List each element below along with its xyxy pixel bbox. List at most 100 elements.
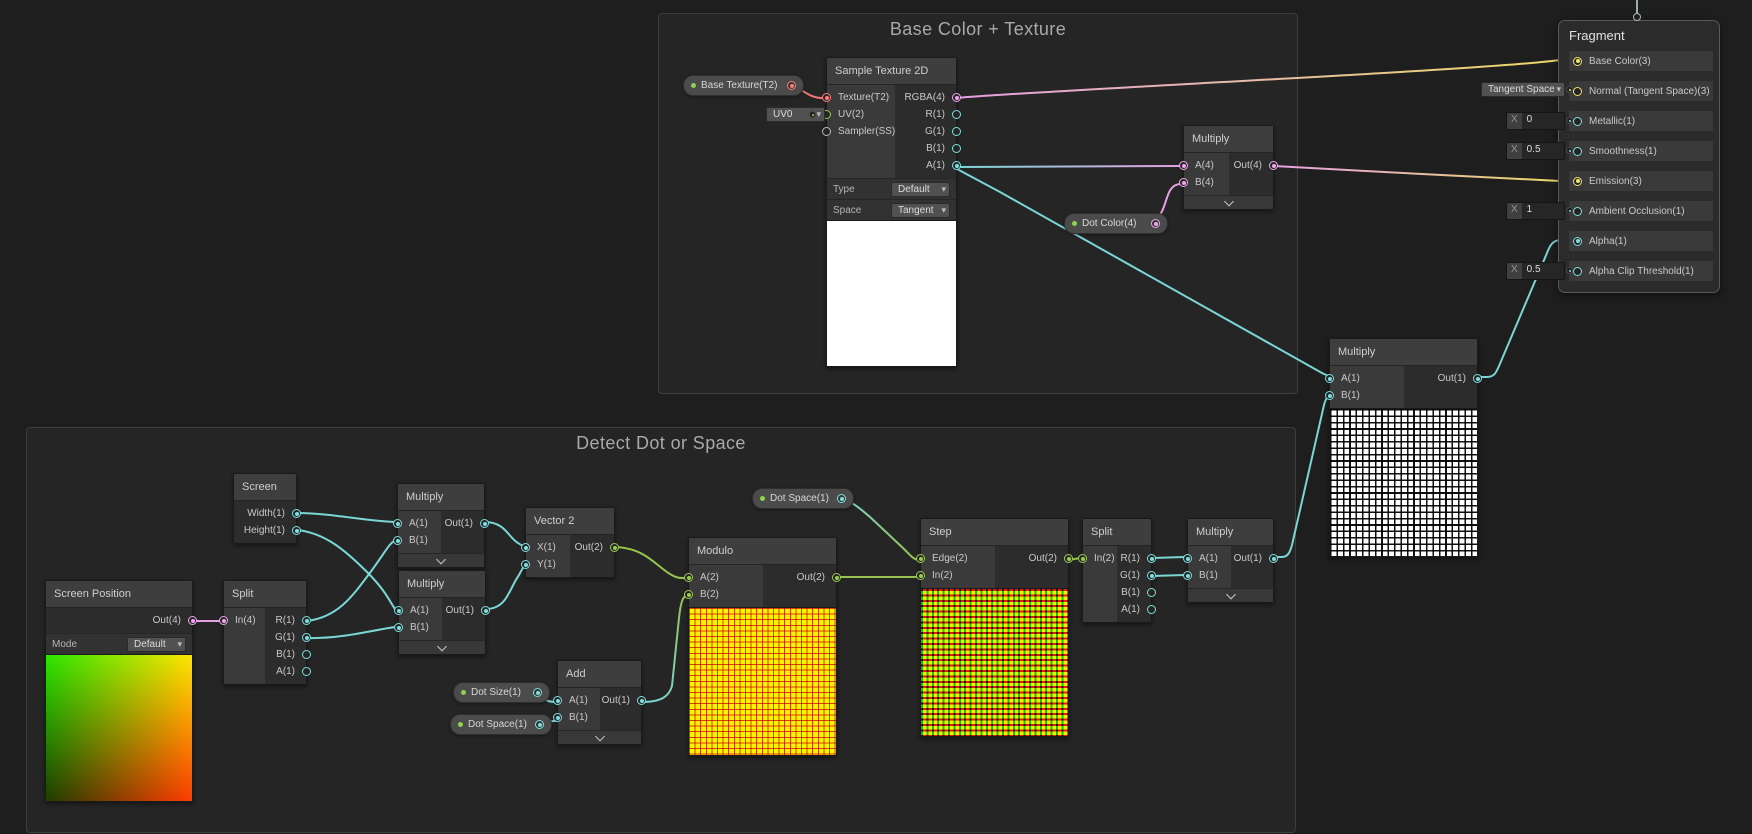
out-4-port[interactable] xyxy=(1269,161,1278,170)
ambient-occlusion-1-port[interactable] xyxy=(1573,206,1582,216)
property-dot-space-1[interactable]: Dot Space(1) xyxy=(450,714,552,735)
a-1-port[interactable] xyxy=(393,519,402,528)
b-1-port[interactable] xyxy=(1147,588,1156,597)
b-1-port[interactable] xyxy=(553,713,562,722)
out-1-port[interactable] xyxy=(481,606,490,615)
wire-11[interactable] xyxy=(306,540,396,622)
collapse-preview-button[interactable] xyxy=(398,553,484,567)
base-color-3-port[interactable] xyxy=(1573,56,1582,66)
in-4-port[interactable] xyxy=(219,616,228,625)
b-1-port[interactable] xyxy=(1325,391,1334,400)
edge-2-port[interactable] xyxy=(916,554,925,563)
wire-7[interactable] xyxy=(1477,239,1569,378)
collapse-preview-button[interactable] xyxy=(399,640,485,654)
wire-15[interactable] xyxy=(614,546,691,580)
normal-tangent-space-3-port[interactable] xyxy=(1573,86,1582,96)
field-value[interactable]: 0.5 xyxy=(1526,264,1541,275)
wire-14[interactable] xyxy=(485,563,528,610)
in-2-port[interactable] xyxy=(916,571,925,580)
a-1-port[interactable] xyxy=(1325,374,1334,383)
collapse-preview-button[interactable] xyxy=(558,730,641,744)
type-dropdown[interactable]: Default xyxy=(891,181,950,197)
a-1-port[interactable] xyxy=(1147,605,1156,614)
wire-4[interactable] xyxy=(956,168,1335,378)
field-value[interactable]: 0.5 xyxy=(1526,144,1541,155)
property-port[interactable] xyxy=(1151,219,1160,228)
b-1-port[interactable] xyxy=(393,536,402,545)
wire-23[interactable] xyxy=(1151,574,1186,577)
collapse-preview-button[interactable] xyxy=(1188,588,1273,602)
b-1-port[interactable] xyxy=(394,623,403,632)
out-1-port[interactable] xyxy=(637,696,646,705)
rgba-4-port[interactable] xyxy=(952,93,961,102)
out-1-port[interactable] xyxy=(1269,554,1278,563)
r-1-port[interactable] xyxy=(1147,554,1156,563)
a-4-port[interactable] xyxy=(1179,161,1188,170)
a-1-port[interactable] xyxy=(394,606,403,615)
field-value[interactable]: 0 xyxy=(1526,114,1533,125)
a-1-port[interactable] xyxy=(302,667,311,676)
height-1-port[interactable] xyxy=(292,526,301,535)
emission-3-port[interactable] xyxy=(1573,176,1582,186)
space-dropdown[interactable]: Tangent xyxy=(891,202,950,218)
a-2-port[interactable] xyxy=(684,573,693,582)
property-base-texture-t2[interactable]: Base Texture(T2) xyxy=(683,75,804,96)
group-detect-dot-or-space[interactable]: Detect Dot or Space xyxy=(26,427,1296,833)
wire-9[interactable] xyxy=(296,512,396,523)
property-port[interactable] xyxy=(535,720,544,729)
a-1-port[interactable] xyxy=(1183,554,1192,563)
metallic-1-port[interactable] xyxy=(1573,116,1582,126)
group-base-color-texture[interactable]: Base Color + Texture xyxy=(658,13,1298,394)
wire-12[interactable] xyxy=(306,626,396,640)
smoothness-1-port[interactable] xyxy=(1573,146,1582,156)
out-2-port[interactable] xyxy=(610,543,619,552)
r-1-port[interactable] xyxy=(302,616,311,625)
property-port[interactable] xyxy=(533,688,542,697)
a-1-port[interactable] xyxy=(553,696,562,705)
wire-6[interactable] xyxy=(1273,165,1561,182)
wire-2[interactable] xyxy=(956,59,1561,99)
width-1-port[interactable] xyxy=(292,509,301,518)
a-1-port[interactable] xyxy=(952,161,961,170)
wire-13[interactable] xyxy=(484,521,528,547)
wire-3[interactable] xyxy=(956,165,1182,168)
y-1-port[interactable] xyxy=(521,560,530,569)
b-1-port[interactable] xyxy=(952,144,961,153)
sampler-ss-port[interactable] xyxy=(822,127,831,136)
property-port[interactable] xyxy=(787,81,796,90)
tangent-space-dropdown[interactable]: Tangent Space xyxy=(1481,82,1565,97)
out-2-port[interactable] xyxy=(1064,554,1073,563)
property-dot-space-1[interactable]: Dot Space(1) xyxy=(752,488,854,509)
property-dot-color-4[interactable]: Dot Color(4) xyxy=(1064,213,1168,234)
g-1-port[interactable] xyxy=(952,127,961,136)
uv0-dropdown[interactable]: UV0 xyxy=(766,107,825,122)
out-1-port[interactable] xyxy=(1473,374,1482,383)
wire-22[interactable] xyxy=(1151,556,1186,559)
alpha-clip-threshold-1-port[interactable] xyxy=(1573,266,1582,276)
mode-dropdown[interactable]: Default xyxy=(127,636,186,652)
x-1-port[interactable] xyxy=(521,543,530,552)
alpha-1-port[interactable] xyxy=(1573,236,1582,246)
b-1-port[interactable] xyxy=(302,650,311,659)
g-1-port[interactable] xyxy=(302,633,311,642)
out-1-port[interactable] xyxy=(480,519,489,528)
